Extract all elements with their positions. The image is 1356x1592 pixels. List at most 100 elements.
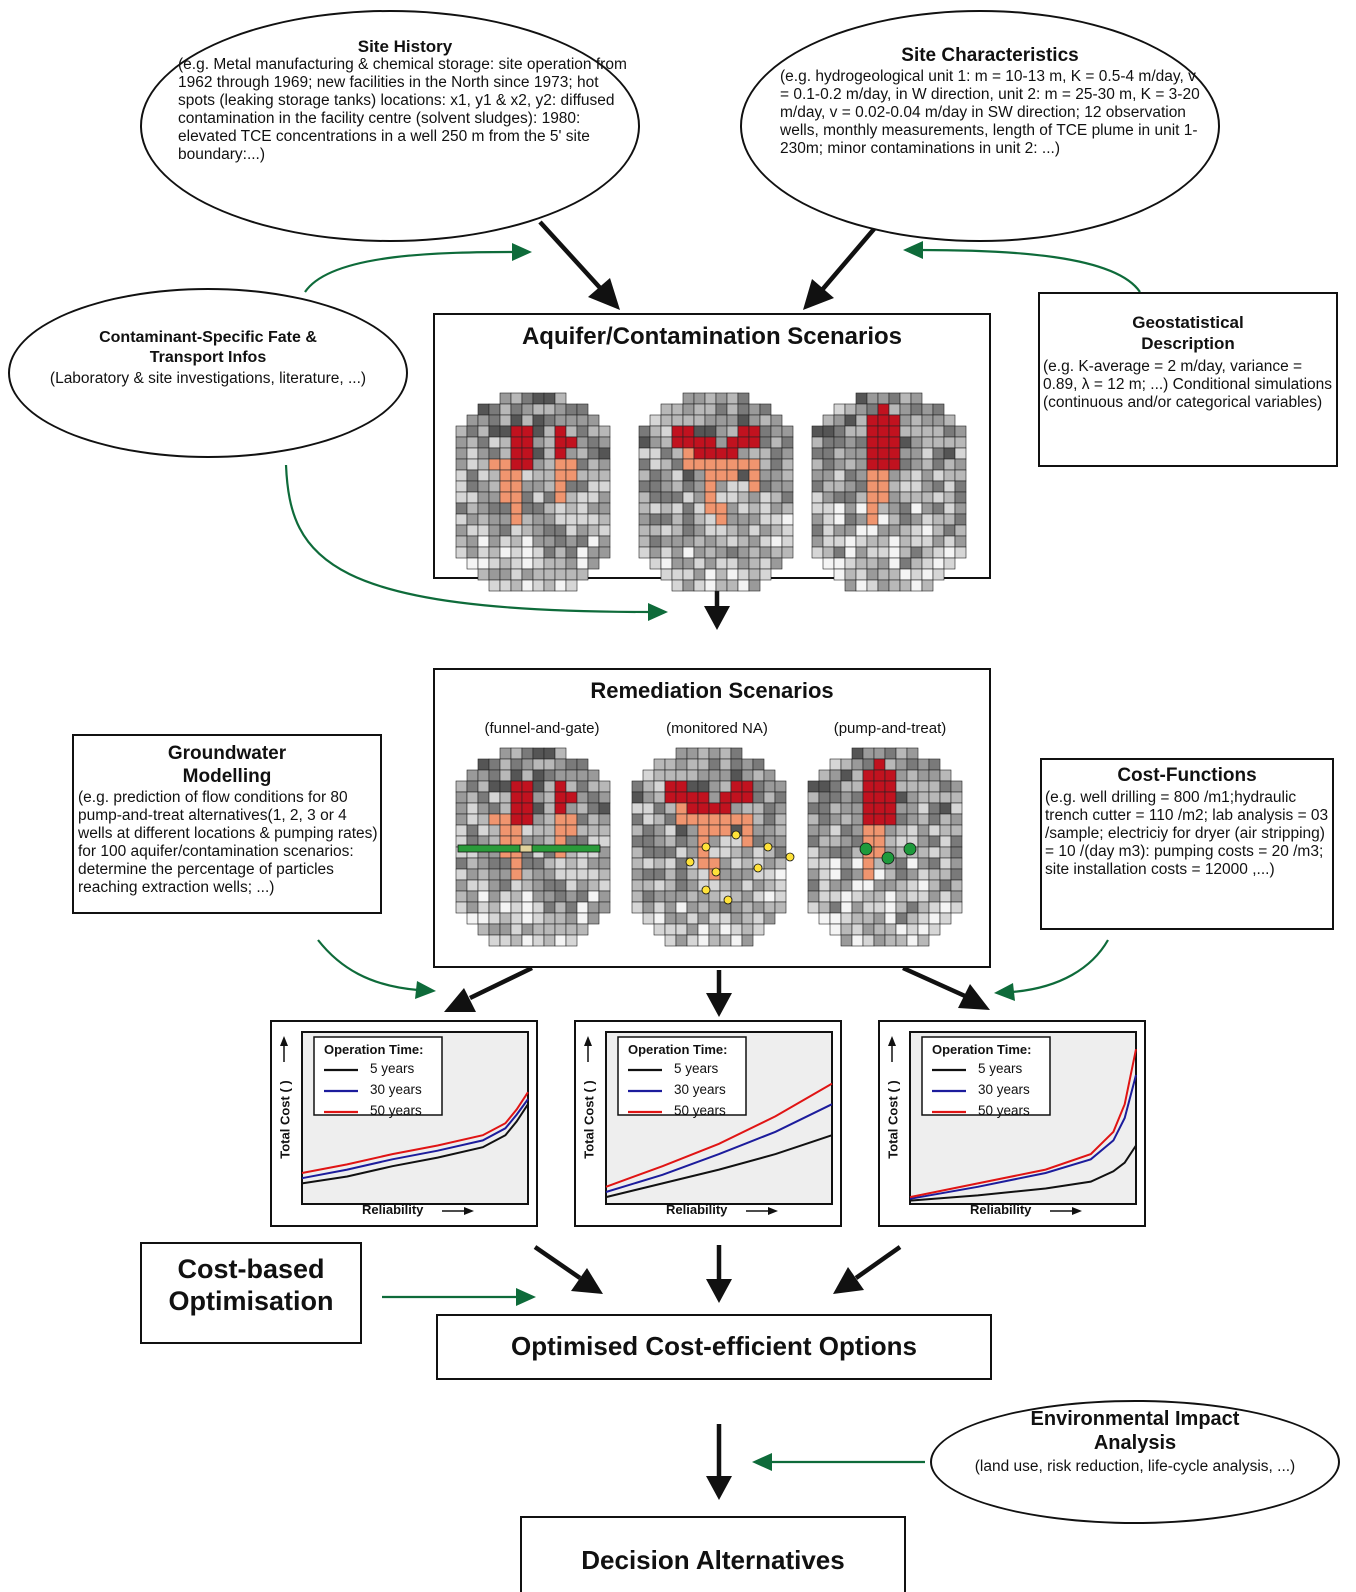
chart-legend [617,1036,747,1116]
grid-cell [932,568,945,581]
grid-cell [763,912,776,925]
x-axis-arrowhead [1072,1207,1082,1215]
grid-cell [928,923,941,936]
extraction-well-marker [859,842,873,856]
grid-cell [917,934,930,947]
extraction-well-marker [881,851,895,865]
x-axis-label: Reliability [666,1202,728,1217]
site-history-title: Site History [357,37,453,56]
x-axis-label: Reliability [362,1202,424,1217]
y-axis-arrowhead [280,1036,288,1046]
grid-cell [748,579,761,592]
monitoring-well-marker [701,885,711,895]
fate-transport-ellipse [8,288,408,458]
groundwater-modelling-body: (e.g. prediction of flow conditions for … [78,789,378,896]
legend-label: 50 years [370,1103,422,1118]
grid-cell [774,901,787,914]
y-axis-label: Total Cost ( ) [581,1080,597,1159]
geostatistical-body: (e.g. K-average = 2 m/day, variance = 0.… [1043,358,1333,411]
cost-functions-body: (e.g. well drilling = 800 /m1;hydraulic … [1045,789,1329,878]
grid-cell [741,934,754,947]
fate-transport-title: Contaminant-Specific Fate & Transport In… [99,329,317,366]
monitoring-well-marker [731,830,741,840]
aquifer-scenarios-title: Aquifer/Contamination Scenarios [521,323,903,350]
grid-cell [943,557,956,570]
decision-alternatives-title: Decision Alternatives [581,1545,845,1575]
fate-transport-body: (Laboratory & site investigations, liter… [49,370,367,387]
monitoring-well-marker [711,867,721,877]
environmental-impact-body: (land use, risk reduction, life-cycle an… [974,1458,1296,1475]
monitoring-well-marker [723,895,733,905]
grid-cell [565,934,578,947]
cost-functions-box [1040,758,1334,930]
extraction-well-marker [903,842,917,856]
site-history-body: (e.g. Metal manufacturing & chemical sto… [178,56,627,163]
chart-3 [888,1031,1137,1215]
legend-label: 50 years [978,1103,1030,1118]
decision-alternatives-box [520,1516,906,1592]
environmental-impact-title: Environmental Impact Analysis [1030,1408,1240,1454]
cost-optimisation-title: Cost-based Optimisation [168,1254,334,1316]
monitoring-well-marker [701,842,711,852]
legend-label: 30 years [674,1082,726,1097]
groundwater-modelling-title: Groundwater Modelling [167,743,287,787]
series-line-1 [909,1144,1137,1202]
y-axis-arrowhead [584,1036,592,1046]
grid-cell [954,546,967,559]
y-axis-arrowhead [888,1036,896,1046]
environmental-impact-ellipse [930,1400,1340,1524]
monitoring-well-marker [753,863,763,873]
site-characteristics-title: Site Characteristics [901,45,1079,66]
legend-title: Operation Time: [324,1042,424,1057]
remediation-monitored-na-grid [631,747,787,947]
cost-optimisation-box [140,1242,362,1344]
grid-cell [598,546,611,559]
grid-cell [587,557,600,570]
aquifer-scenario-3-grid [811,392,967,592]
aquifer-scenario-2-grid [638,392,794,592]
chart-legend [921,1036,1051,1116]
grid-cell [565,579,578,592]
monitoring-well-marker [785,852,795,862]
grid-cell [576,568,589,581]
chart-1 [280,1031,529,1215]
grid-cell [576,923,589,936]
y-axis-label: Total Cost ( ) [885,1080,901,1159]
monitoring-well-marker [685,857,695,867]
grid-cell [950,901,963,914]
chart-legend [313,1036,443,1116]
grid-cell [781,546,794,559]
legend-label: 5 years [978,1061,1023,1076]
y-axis-label: Total Cost ( ) [277,1080,293,1159]
site-history-ellipse [140,10,640,242]
x-axis-label: Reliability [970,1202,1032,1217]
panel-label-funnel-and-gate: (funnel-and-gate) [484,720,600,737]
x-axis-arrowhead [464,1207,474,1215]
panel-label-pump-and-treat: (pump-and-treat) [833,720,947,737]
series-line-2 [301,1098,529,1180]
cost-functions-title: Cost-Functions [1117,765,1257,786]
x-axis-arrowhead [768,1207,778,1215]
legend-label: 30 years [978,1082,1030,1097]
remediation-pump-and-treat-grid [807,747,963,947]
series-line-3 [301,1091,529,1174]
series-line-1 [301,1103,529,1185]
grid-cell [759,568,772,581]
grid-cell [587,912,600,925]
series-line-3 [909,1048,1137,1199]
grid-cell [752,923,765,936]
grid-cell [939,912,952,925]
funnel-gate [519,844,533,853]
legend-label: 30 years [370,1082,422,1097]
groundwater-modelling-box [72,734,382,914]
legend-title: Operation Time: [628,1042,728,1057]
site-characteristics-ellipse [740,10,1220,242]
series-line-2 [909,1074,1137,1200]
series-line-3 [605,1082,833,1188]
remediation-funnel-and-gate-grid [455,747,611,947]
grid-cell [921,579,934,592]
panel-label-monitored-na: (monitored NA) [666,720,768,737]
